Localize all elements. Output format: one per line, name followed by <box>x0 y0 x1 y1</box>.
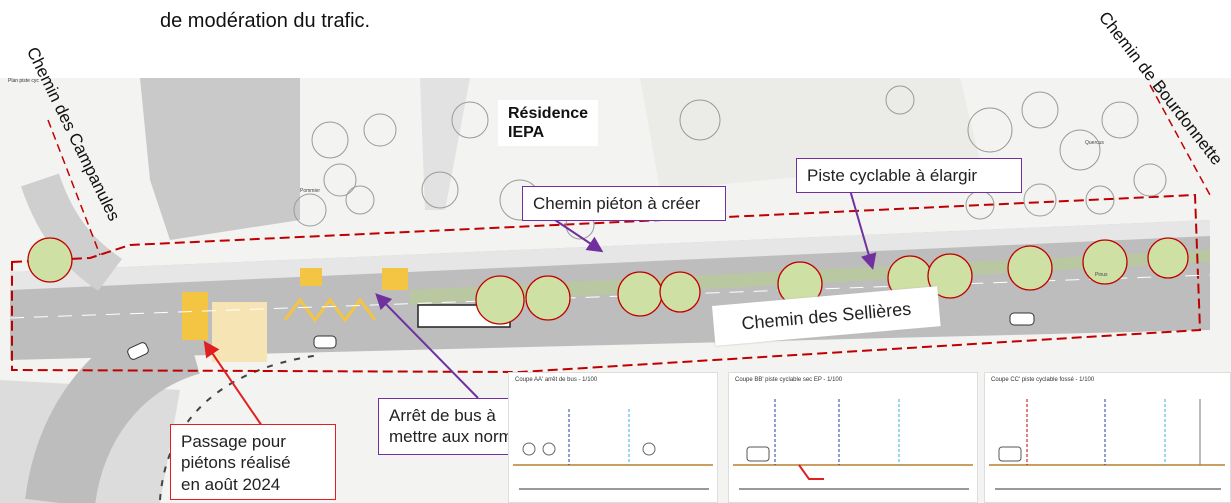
tree-icon <box>679 99 721 141</box>
passage-line2: piétons réalisé <box>181 453 291 473</box>
section-cc-drawing <box>989 399 1225 490</box>
tree-icon <box>27 237 73 283</box>
crosswalk-3 <box>382 268 408 290</box>
project-perimeter <box>11 193 1202 374</box>
perimeter-bourdonnette <box>1149 84 1211 196</box>
car-icon <box>1009 312 1035 326</box>
tree-icon <box>1059 129 1101 171</box>
tree-icon <box>345 185 375 215</box>
tree-icon <box>1085 185 1115 215</box>
car-icon <box>127 342 149 360</box>
tree-icon <box>421 171 459 209</box>
arrow-passage-pietons <box>203 340 263 427</box>
tree-icon <box>1021 91 1059 129</box>
path-north <box>420 78 470 210</box>
callout-passage-pietons: Passage pour piétons réalisé en août 202… <box>170 424 336 500</box>
section-cc: Coupe CC' piste cyclable fossé - 1/100 <box>984 372 1231 503</box>
section-bb-drawing <box>733 399 973 490</box>
tree-icon <box>311 121 349 159</box>
tree-icon <box>293 193 327 227</box>
section-aa: Coupe AA' arrêt de bus - 1/100 <box>508 372 718 503</box>
car-icon <box>313 335 337 349</box>
car-icon <box>998 446 1022 462</box>
road-campanules <box>21 173 122 292</box>
label-residence: Résidence IEPA <box>498 100 599 147</box>
arret-bus-line2: mettre aux normes <box>389 427 531 447</box>
tree-icon <box>475 275 525 325</box>
passage-line1: Passage pour <box>181 432 286 451</box>
tree-label-quercus: Quercus <box>1085 140 1104 146</box>
tree-icon <box>323 163 357 197</box>
section-bb: Coupe BB' piste cyclable sec EP - 1/100 <box>728 372 978 503</box>
crosswalk-2 <box>300 268 322 286</box>
section-aa-drawing <box>513 409 713 490</box>
section-bb-title: Coupe BB' piste cyclable sec EP - 1/100 <box>735 377 843 383</box>
crosswalk-1 <box>182 292 208 340</box>
section-aa-title: Coupe AA' arrêt de bus - 1/100 <box>515 377 598 383</box>
bus-zigzag <box>283 297 377 323</box>
building-left <box>140 78 300 240</box>
tree-icon <box>1007 245 1053 291</box>
tree-icon <box>1101 101 1139 139</box>
arret-bus-line1: Arrêt de bus à <box>389 406 496 425</box>
callout-chemin-pieton: Chemin piéton à créer <box>522 186 726 222</box>
tree-icon <box>659 271 701 313</box>
tree-icon <box>617 271 663 317</box>
tree-icon <box>1082 239 1128 285</box>
arrow-chemin-pieton <box>554 219 604 253</box>
arrow-piste-cyclable <box>849 189 877 270</box>
tree-icon <box>927 253 973 299</box>
tree-icon <box>525 275 571 321</box>
existing-trees <box>293 85 1167 240</box>
page-caption: de modération du trafic. <box>160 10 371 32</box>
tree-row <box>27 237 1189 325</box>
tree-icon <box>451 101 489 139</box>
tree-icon <box>1133 163 1167 197</box>
perimeter-campanules <box>47 119 101 256</box>
tree-icon <box>1147 237 1189 279</box>
road-curve-south <box>25 306 201 503</box>
tree-label-pinus: Pinus <box>1095 272 1108 278</box>
tree-icon <box>967 107 1013 153</box>
curb-line <box>159 354 321 501</box>
crosswalk-plaza <box>212 302 267 362</box>
section-cc-title: Coupe CC' piste cyclable fossé - 1/100 <box>991 377 1095 383</box>
tree-icon <box>1023 183 1057 217</box>
road-centerline <box>9 274 1211 319</box>
tree-icon <box>363 113 397 147</box>
callout-piste-cyclable: Piste cyclable à élargir <box>796 158 1022 194</box>
car-icon <box>746 446 770 462</box>
passage-line3: en août 2024 <box>181 474 281 494</box>
arrow-arret-bus <box>375 293 479 399</box>
tree-icon <box>885 85 915 115</box>
tree-label-pommier: Pommier <box>300 188 321 194</box>
residence-line2: IEPA <box>508 124 545 142</box>
residence-line1: Résidence <box>508 105 589 122</box>
plan-caption: Plan piste cyc <box>8 78 39 84</box>
